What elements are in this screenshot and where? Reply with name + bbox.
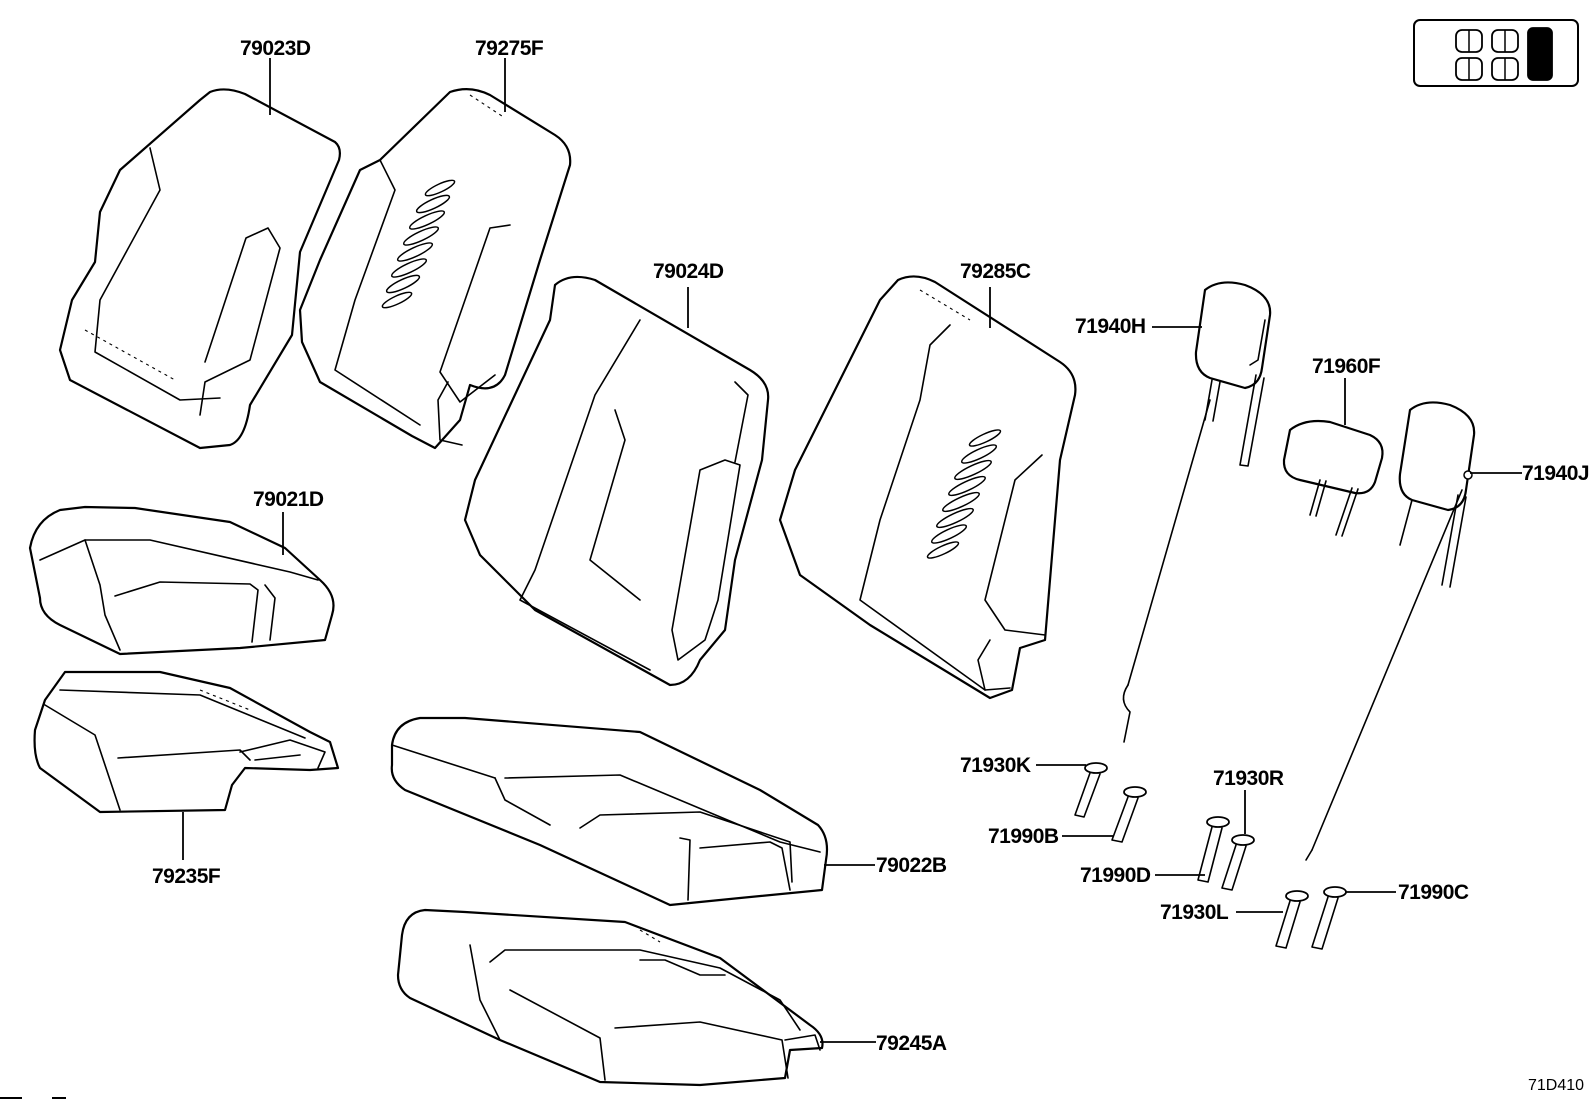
part-71990D-drawing[interactable] — [1197, 816, 1230, 883]
79285C-vent-slots — [926, 429, 1002, 559]
part-79235F-drawing[interactable] — [33, 670, 340, 814]
label-71940J[interactable]: 71940J — [1522, 462, 1590, 485]
79275F-vent-slots — [381, 179, 456, 309]
part-79245A-drawing[interactable] — [396, 908, 824, 1087]
part-79022B-drawing[interactable] — [390, 716, 829, 907]
part-71960F-drawing[interactable] — [1282, 419, 1384, 537]
label-71960F[interactable]: 71960F — [1312, 355, 1381, 378]
label-71990C[interactable]: 71990C — [1398, 881, 1469, 904]
label-79275F[interactable]: 79275F — [475, 37, 544, 60]
label-79285C[interactable]: 79285C — [960, 260, 1031, 283]
label-79021D[interactable]: 79021D — [253, 488, 324, 511]
diagram-code: 71D410 — [1528, 1077, 1584, 1094]
part-71990C-drawing[interactable] — [1311, 886, 1347, 950]
part-71940H-drawing[interactable] — [1122, 281, 1272, 743]
part-71930K-drawing[interactable] — [1074, 762, 1108, 818]
part-71930L-drawing[interactable] — [1275, 890, 1309, 949]
label-79024D[interactable]: 79024D — [653, 260, 724, 283]
label-79022B[interactable]: 79022B — [876, 854, 947, 877]
label-71930L[interactable]: 71930L — [1160, 901, 1229, 924]
label-71990D[interactable]: 71990D — [1080, 864, 1151, 887]
part-79021D-drawing[interactable] — [28, 505, 335, 656]
label-79023D[interactable]: 79023D — [240, 37, 311, 60]
seat-layout-icon — [1413, 19, 1579, 87]
label-79245A[interactable]: 79245A — [876, 1032, 947, 1055]
part-79023D-drawing[interactable] — [58, 88, 341, 450]
label-71990B[interactable]: 71990B — [988, 825, 1059, 848]
part-71930R-drawing[interactable] — [1221, 834, 1255, 891]
part-71990B-drawing[interactable] — [1111, 786, 1147, 843]
label-71930K[interactable]: 71930K — [960, 754, 1031, 777]
label-71940H[interactable]: 71940H — [1075, 315, 1146, 338]
label-71930R[interactable]: 71930R — [1213, 767, 1284, 790]
part-79275F-drawing[interactable] — [298, 88, 572, 450]
part-71940J-drawing[interactable] — [1305, 401, 1476, 861]
part-79024D-drawing[interactable] — [463, 275, 770, 687]
label-79235F[interactable]: 79235F — [152, 865, 221, 888]
part-79285C-drawing[interactable] — [778, 275, 1077, 700]
